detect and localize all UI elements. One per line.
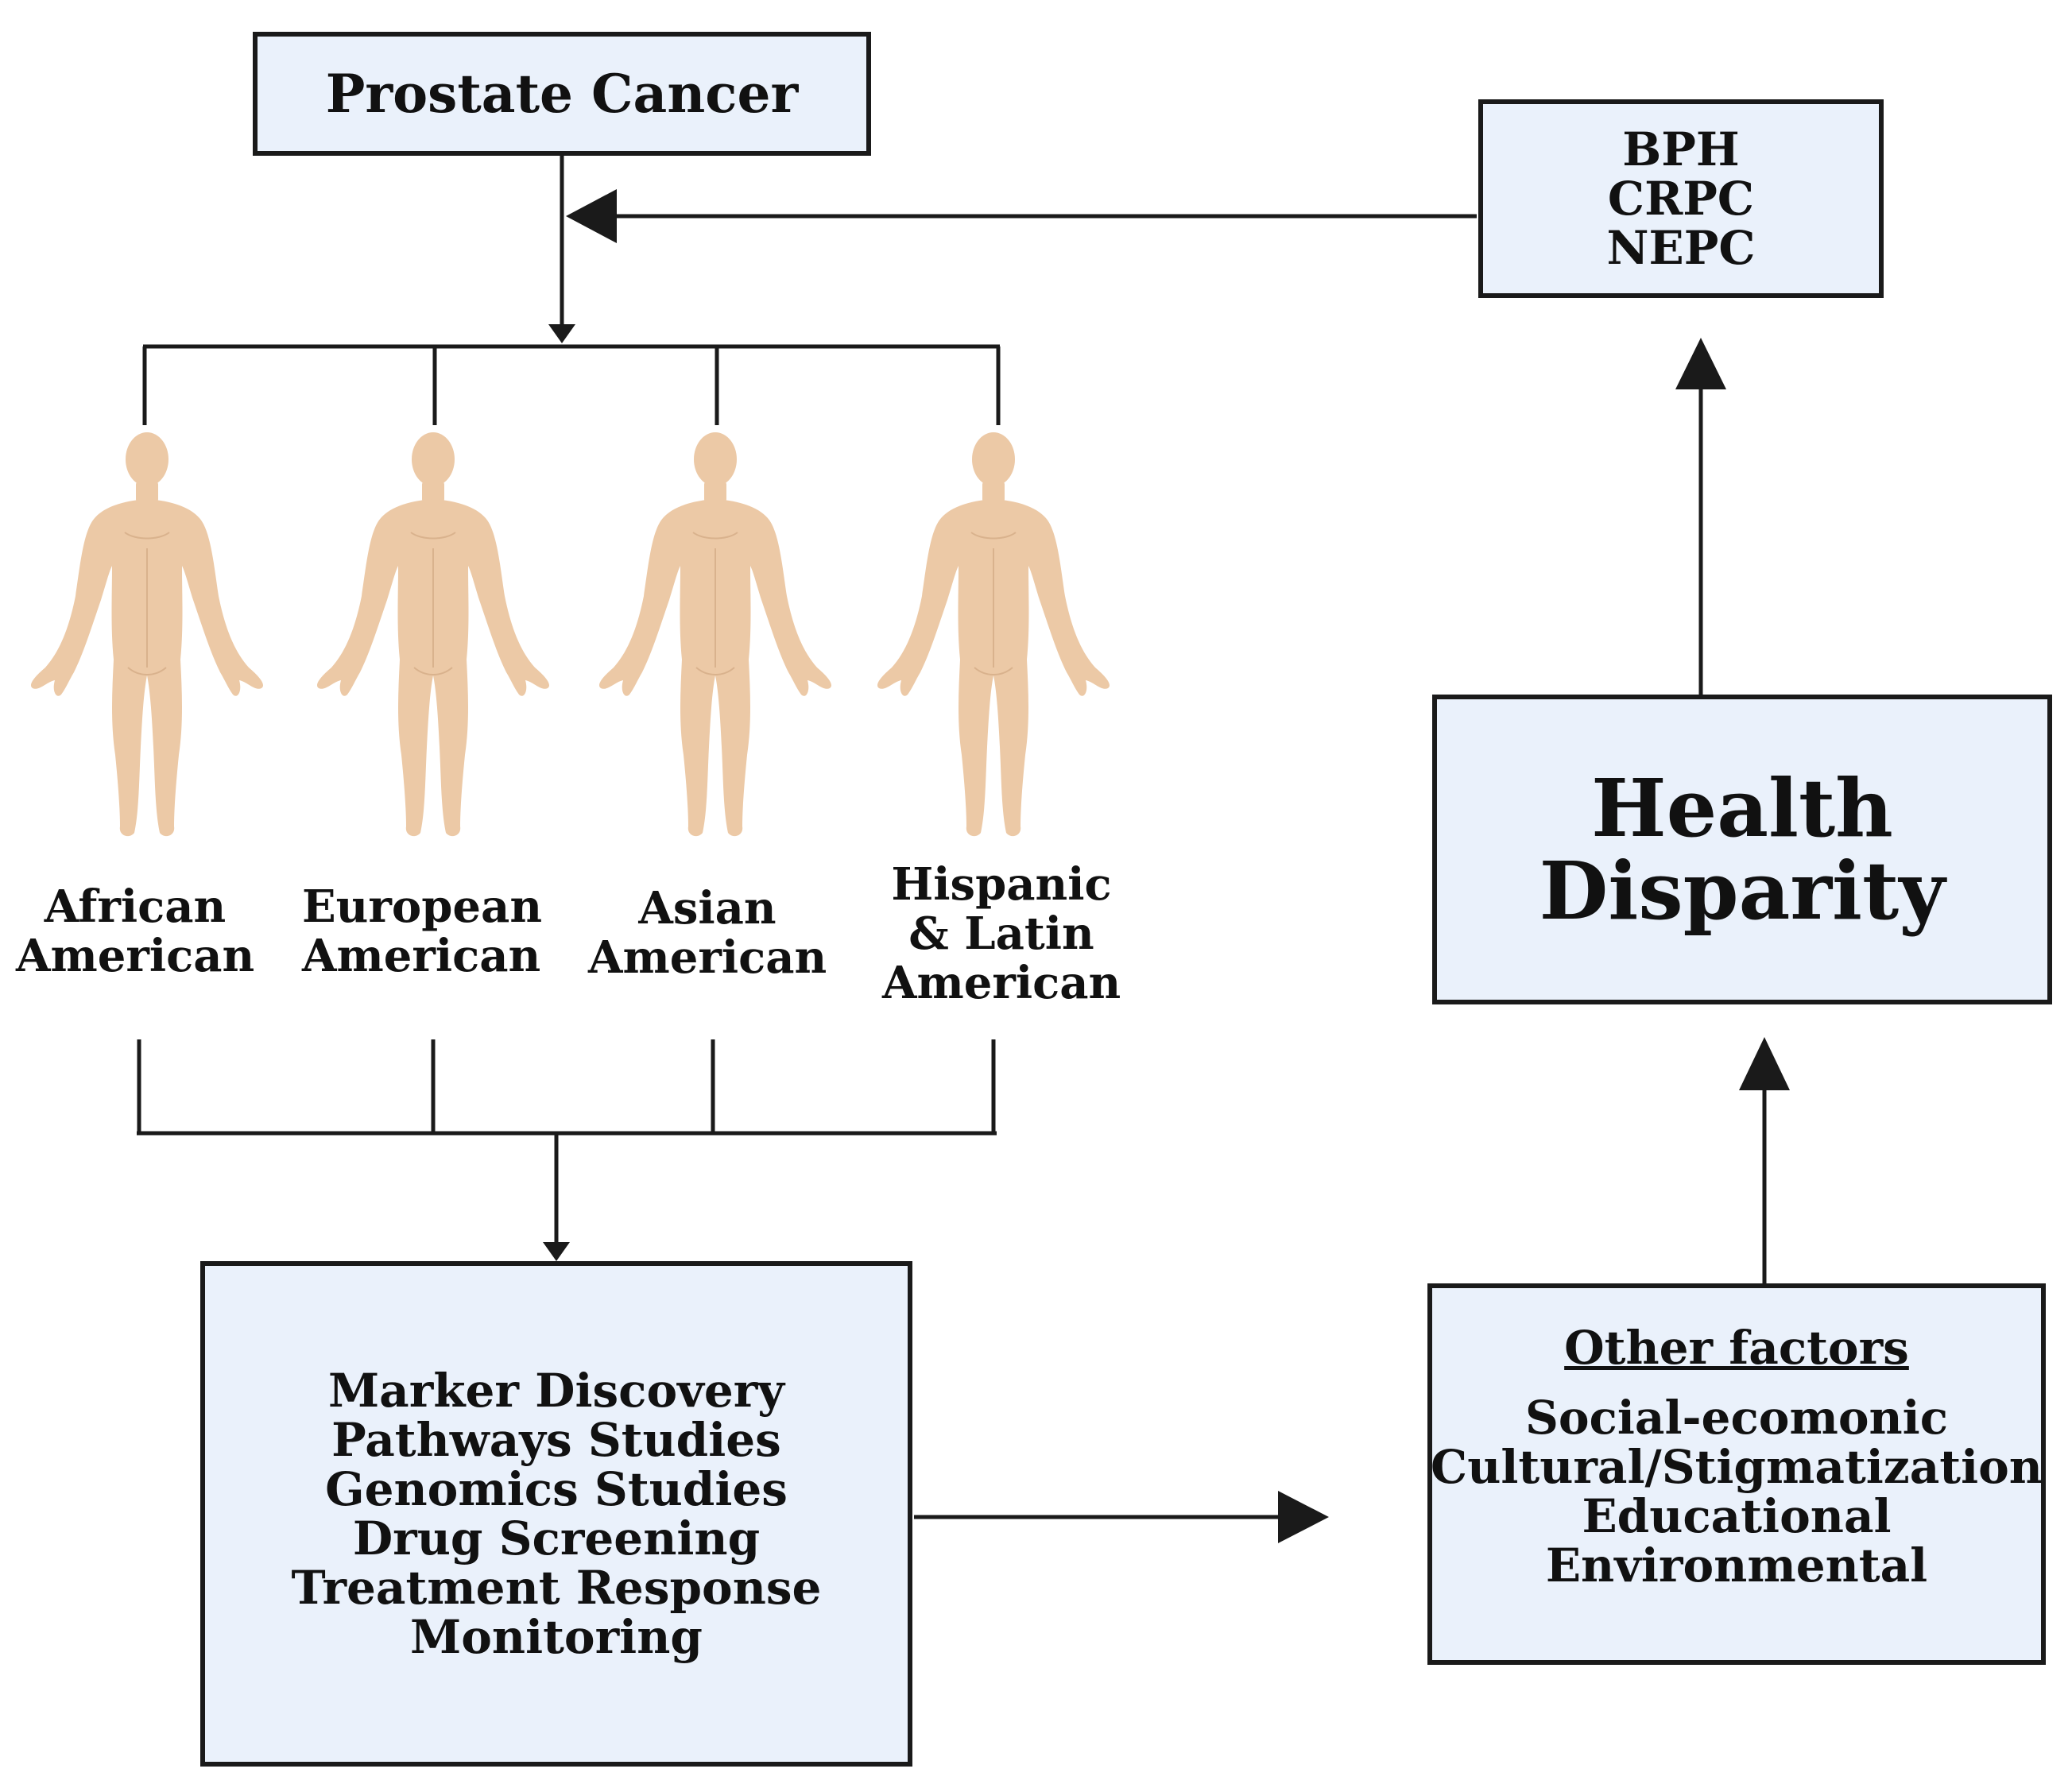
human-figure-asian-american bbox=[598, 432, 833, 838]
health-disparity-line-2: Disparity bbox=[1539, 844, 1946, 938]
other-factors-title: Other factors bbox=[1564, 1321, 1909, 1375]
study-item: Drug Screening bbox=[352, 1511, 761, 1565]
arrowhead-prostate-down bbox=[548, 324, 575, 343]
human-figure-hispanic-latin-american bbox=[876, 432, 1111, 838]
population-label-european-american: European American bbox=[302, 880, 543, 982]
human-figure-african-american bbox=[29, 432, 265, 838]
prostate-cancer-box: Prostate Cancer bbox=[253, 32, 871, 156]
arrowhead-merge-down bbox=[543, 1242, 570, 1261]
arrowhead-to-prostate-line bbox=[566, 189, 617, 243]
health-disparity-box: Health Disparity bbox=[1432, 695, 2052, 1004]
population-label-hispanic-latin-american: Hispanic & Latin American bbox=[882, 858, 1121, 1009]
study-item: Marker Discovery bbox=[327, 1364, 785, 1418]
factor-item: Environmental bbox=[1545, 1538, 1928, 1593]
prostate-cancer-label: Prostate Cancer bbox=[325, 63, 799, 125]
factor-item: Social-ecomonic bbox=[1524, 1391, 1949, 1445]
other-factors-box: Other factors Social-ecomonic Cultural/S… bbox=[1427, 1283, 2046, 1665]
arrowhead-to-factors bbox=[1278, 1491, 1329, 1543]
health-disparity-line-1: Health bbox=[1591, 761, 1893, 855]
study-item: Pathways Studies bbox=[331, 1413, 781, 1467]
human-figure-european-american bbox=[316, 432, 551, 838]
subtype-crpc: CRPC bbox=[1607, 172, 1755, 226]
study-item: Genomics Studies bbox=[325, 1462, 788, 1516]
factor-item: Cultural/Stigmatization bbox=[1431, 1440, 2043, 1494]
subtype-bph: BPH bbox=[1622, 122, 1740, 176]
population-label-asian-american: Asian American bbox=[588, 882, 827, 984]
research-studies-box: Marker Discovery Pathways Studies Genomi… bbox=[200, 1261, 912, 1767]
study-item: Monitoring bbox=[410, 1610, 703, 1664]
study-item: Treatment Response bbox=[291, 1561, 822, 1615]
subtypes-box: BPH CRPC NEPC bbox=[1478, 99, 1884, 298]
arrowhead-to-subtypes bbox=[1675, 338, 1726, 389]
population-label-african-american: African American bbox=[16, 880, 255, 982]
subtype-nepc: NEPC bbox=[1606, 221, 1756, 275]
arrowhead-to-health bbox=[1739, 1037, 1790, 1090]
factor-item: Educational bbox=[1582, 1489, 1892, 1543]
